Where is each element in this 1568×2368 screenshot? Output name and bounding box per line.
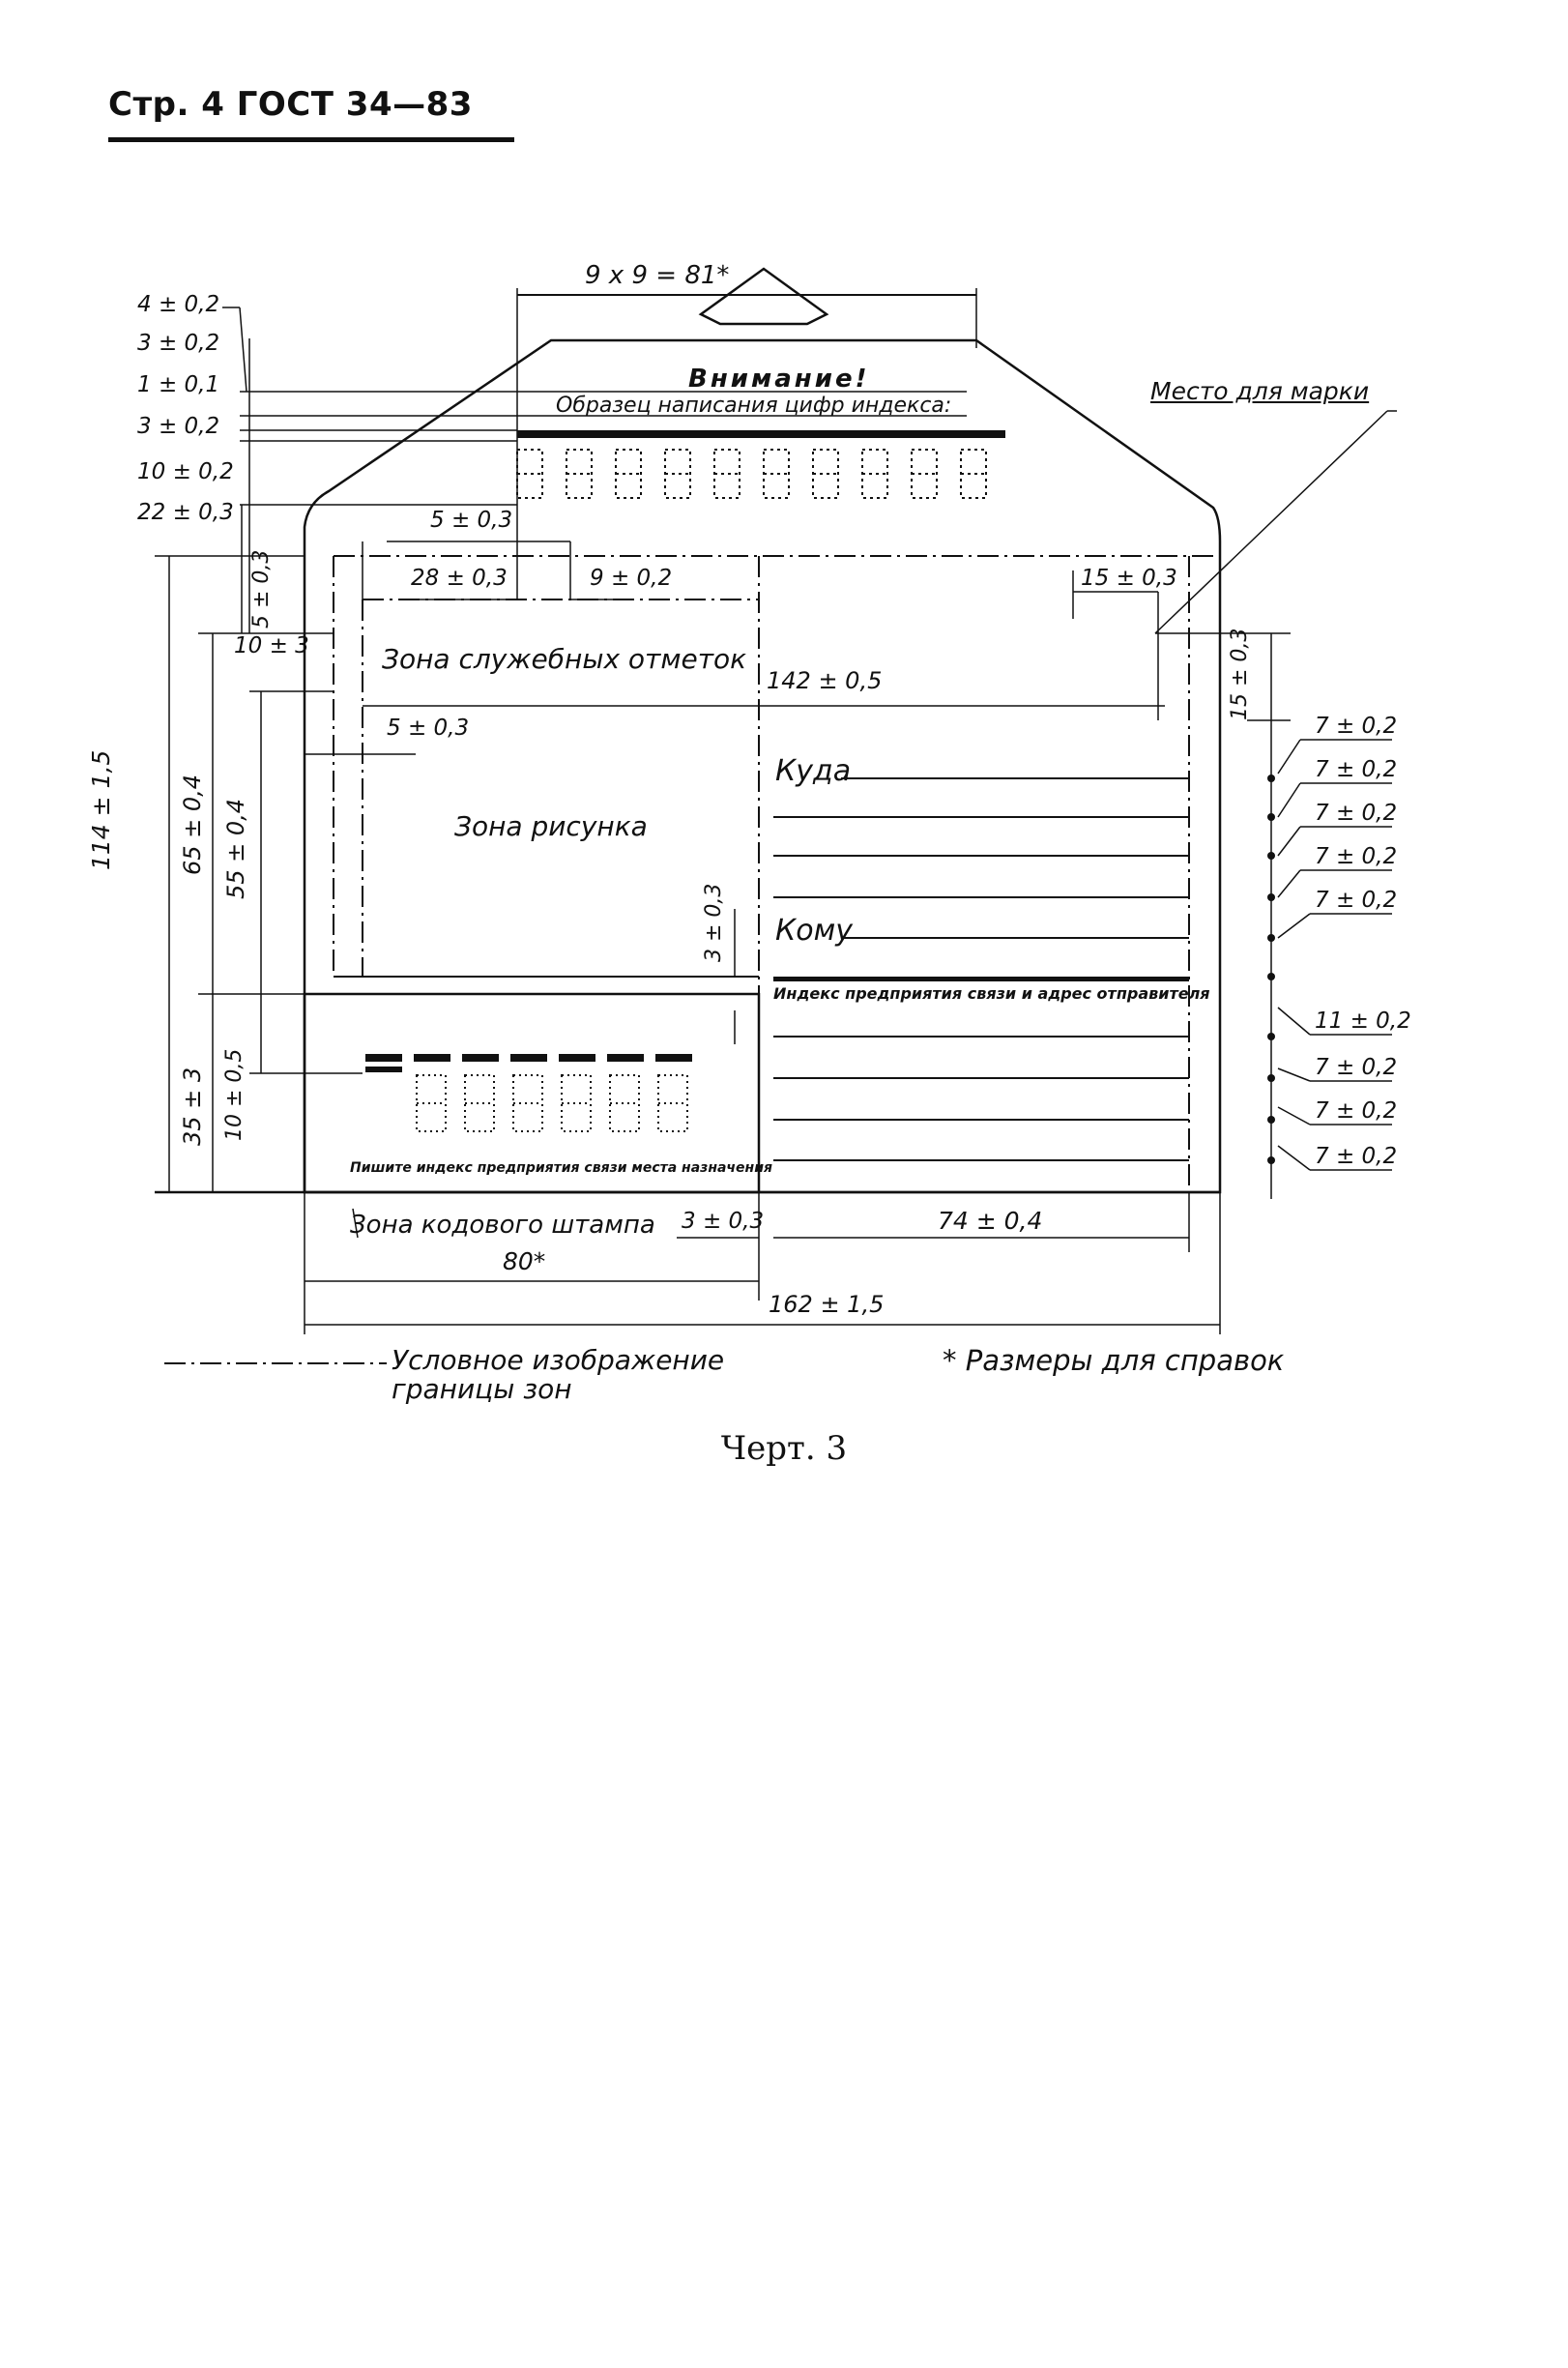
dim-5b: 5 ± 0,3 — [387, 716, 470, 741]
dim-5a: 5 ± 0,3 — [430, 508, 513, 533]
sample-caption: Образец написания цифр индекса: — [556, 394, 952, 418]
envelope-outline — [303, 338, 1222, 1194]
code-cell — [657, 1074, 688, 1132]
dim-3b: 3 ± 0,2 — [137, 414, 220, 439]
code-cell — [609, 1074, 640, 1132]
dim-3a: 3 ± 0,2 — [137, 331, 220, 356]
code-cell — [512, 1074, 543, 1132]
dim-142: 142 ± 0,5 — [767, 667, 883, 694]
dim-9: 9 ± 0,2 — [590, 566, 673, 591]
figure-caption: Черт. 3 — [720, 1429, 848, 1468]
dim-row-6: 11 ± 0,2 — [1315, 1009, 1411, 1034]
code-index-cells — [416, 1074, 688, 1132]
dim-row-9: 7 ± 0,2 — [1315, 1144, 1398, 1169]
dim-10-05: 10 ± 0,5 — [222, 1048, 247, 1141]
dim-22: 22 ± 0,3 — [137, 500, 234, 525]
dim-3-03v: 3 ± 0,3 — [702, 883, 726, 962]
sender-caption: Индекс предприятия связи и адрес отправи… — [773, 984, 1210, 1003]
legend-line-text-1: Условное изображение — [392, 1344, 725, 1376]
dim-row-3: 7 ± 0,2 — [1315, 801, 1398, 826]
legend-line-text-2: границы зон — [392, 1373, 572, 1405]
code-bar — [655, 1054, 692, 1062]
code-cell — [561, 1074, 592, 1132]
code-bar — [607, 1054, 644, 1062]
code-cell — [464, 1074, 495, 1132]
dim-1: 1 ± 0,1 — [137, 372, 220, 397]
dim-55: 55 ± 0,4 — [222, 798, 249, 899]
code-cell — [416, 1074, 447, 1132]
sample-index-bar — [517, 430, 1005, 438]
legend-star-text: * Размеры для справок — [943, 1344, 1285, 1377]
code-bar — [510, 1054, 547, 1062]
code-bar — [559, 1054, 595, 1062]
top-dimension-label: 9 x 9 = 81* — [585, 261, 730, 290]
dim-row-1: 7 ± 0,2 — [1315, 714, 1398, 739]
zone-code-label: Зона кодового штампа — [350, 1211, 655, 1240]
dim-row-8: 7 ± 0,2 — [1315, 1098, 1398, 1124]
page-header: Стр. 4 ГОСТ 34—83 — [108, 85, 473, 124]
dim-80: 80* — [503, 1247, 546, 1275]
dim-35: 35 ± 3 — [179, 1067, 206, 1146]
dim-10-3: 10 ± 3 — [234, 633, 309, 658]
dim-162: 162 ± 1,5 — [769, 1291, 885, 1318]
dim-15v: 15 ± 0,3 — [1228, 628, 1252, 720]
code-bar — [414, 1054, 450, 1062]
dim-65: 65 ± 0,4 — [179, 774, 206, 875]
attention-heading: Внимание! — [688, 365, 870, 394]
code-index-bars — [365, 1054, 692, 1072]
sender-thick-bar — [773, 977, 1189, 981]
zone-service-label: Зона служебных отметок — [382, 643, 747, 675]
dim-28: 28 ± 0,3 — [411, 566, 508, 591]
dim-row-5: 7 ± 0,2 — [1315, 888, 1398, 913]
dim-15h: 15 ± 0,3 — [1081, 566, 1177, 591]
flap-triangle — [698, 267, 829, 326]
dim-row-4: 7 ± 0,2 — [1315, 844, 1398, 869]
code-bar — [462, 1054, 499, 1062]
kuda-label: Куда — [775, 754, 852, 788]
dim-3-03h: 3 ± 0,3 — [682, 1209, 765, 1234]
zone-picture-label: Зона рисунка — [454, 810, 648, 842]
dim-row-2: 7 ± 0,2 — [1315, 757, 1398, 782]
komu-label: Кому — [775, 914, 854, 948]
dim-row-7: 7 ± 0,2 — [1315, 1055, 1398, 1080]
stamp-place-label: Место для марки — [1150, 377, 1370, 405]
dim-4: 4 ± 0,2 — [137, 292, 220, 317]
code-bar — [365, 1054, 402, 1062]
dim-5v: 5 ± 0,3 — [249, 549, 274, 629]
code-stamp-zone-box — [303, 992, 761, 1194]
header-rule — [108, 137, 514, 142]
write-index-caption: Пишите индекс предприятия связи места на… — [350, 1160, 773, 1176]
dim-10: 10 ± 0,2 — [137, 459, 234, 484]
dim-114: 114 ± 1,5 — [87, 749, 115, 870]
sample-digit-cells — [516, 449, 987, 499]
dim-74: 74 ± 0,4 — [938, 1207, 1043, 1235]
